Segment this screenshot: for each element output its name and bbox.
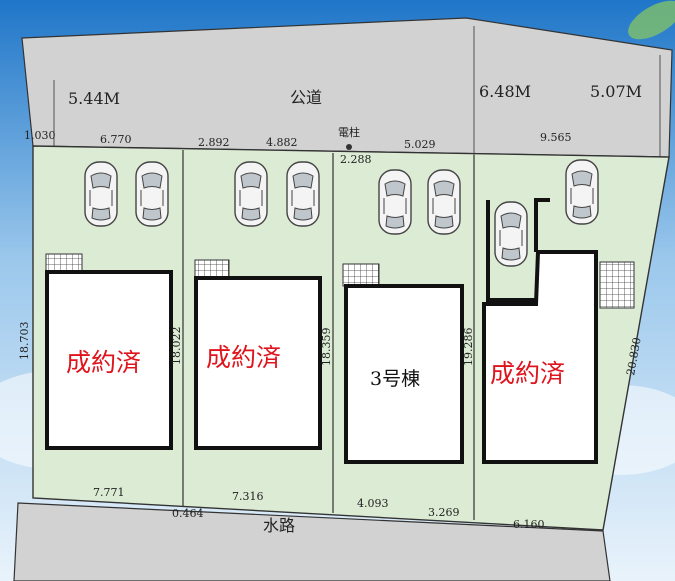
car-icon: [565, 159, 599, 225]
parking-wall: [486, 200, 536, 302]
dimension-top-3: 2.892: [198, 136, 230, 149]
public-road-label: 公道: [290, 88, 322, 107]
car-icon: [427, 169, 461, 235]
building-footprint: [344, 284, 464, 464]
road-width-right: 5.07M: [590, 82, 642, 101]
entrance-hatch: [599, 261, 635, 309]
dimension-bottom-6: 6.160: [513, 518, 545, 531]
dimension-side-3: 18.359: [320, 328, 333, 367]
dimension-side-1: 18.703: [18, 322, 31, 361]
lot-3-label: 3号棟: [370, 368, 420, 390]
dimension-top-1: 1.030: [24, 129, 56, 142]
dimension-bottom-3: 7.316: [232, 490, 264, 503]
building-footprint: [45, 270, 173, 450]
water-channel: [13, 502, 611, 581]
dimension-bottom-2: 0.464: [172, 507, 204, 520]
building-footprint: [482, 250, 598, 464]
dimension-bottom-5: 3.269: [428, 506, 460, 519]
dimension-top-4: 4.882: [266, 136, 298, 149]
car-icon: [378, 169, 412, 235]
lot-2-status: 成約済: [206, 343, 281, 372]
building-footprint: [194, 276, 322, 450]
dimension-side-2: 18.022: [170, 327, 183, 366]
public-road: [21, 17, 673, 158]
dimension-bottom-4: 4.093: [357, 497, 389, 510]
pole-icon: [346, 144, 352, 150]
car-icon: [286, 161, 320, 227]
dimension-top-6: 5.029: [404, 138, 436, 151]
car-icon: [84, 161, 118, 227]
dimension-top-2: 6.770: [100, 133, 132, 146]
entrance-hatch: [342, 263, 380, 287]
dimension-bottom-1: 7.771: [93, 486, 125, 499]
dimension-top-7: 9.565: [540, 131, 572, 144]
lot-4-status: 成約済: [490, 359, 565, 388]
pole-label: 電柱: [338, 125, 360, 139]
road-width-mid: 6.48M: [479, 82, 531, 101]
entrance-hatch: [45, 253, 83, 273]
dimension-side-4: 19.286: [462, 328, 475, 367]
road-width-left: 5.44M: [68, 89, 120, 108]
entrance-hatch: [194, 259, 230, 279]
water-channel-label: 水路: [263, 516, 295, 535]
parking-wall: [534, 198, 550, 252]
car-icon: [234, 161, 268, 227]
leaf-decoration: [628, 0, 675, 40]
car-icon: [135, 161, 169, 227]
car-icon: [494, 201, 528, 267]
dimension-top-5: 2.288: [340, 153, 372, 166]
lot-1-status: 成約済: [66, 348, 141, 377]
